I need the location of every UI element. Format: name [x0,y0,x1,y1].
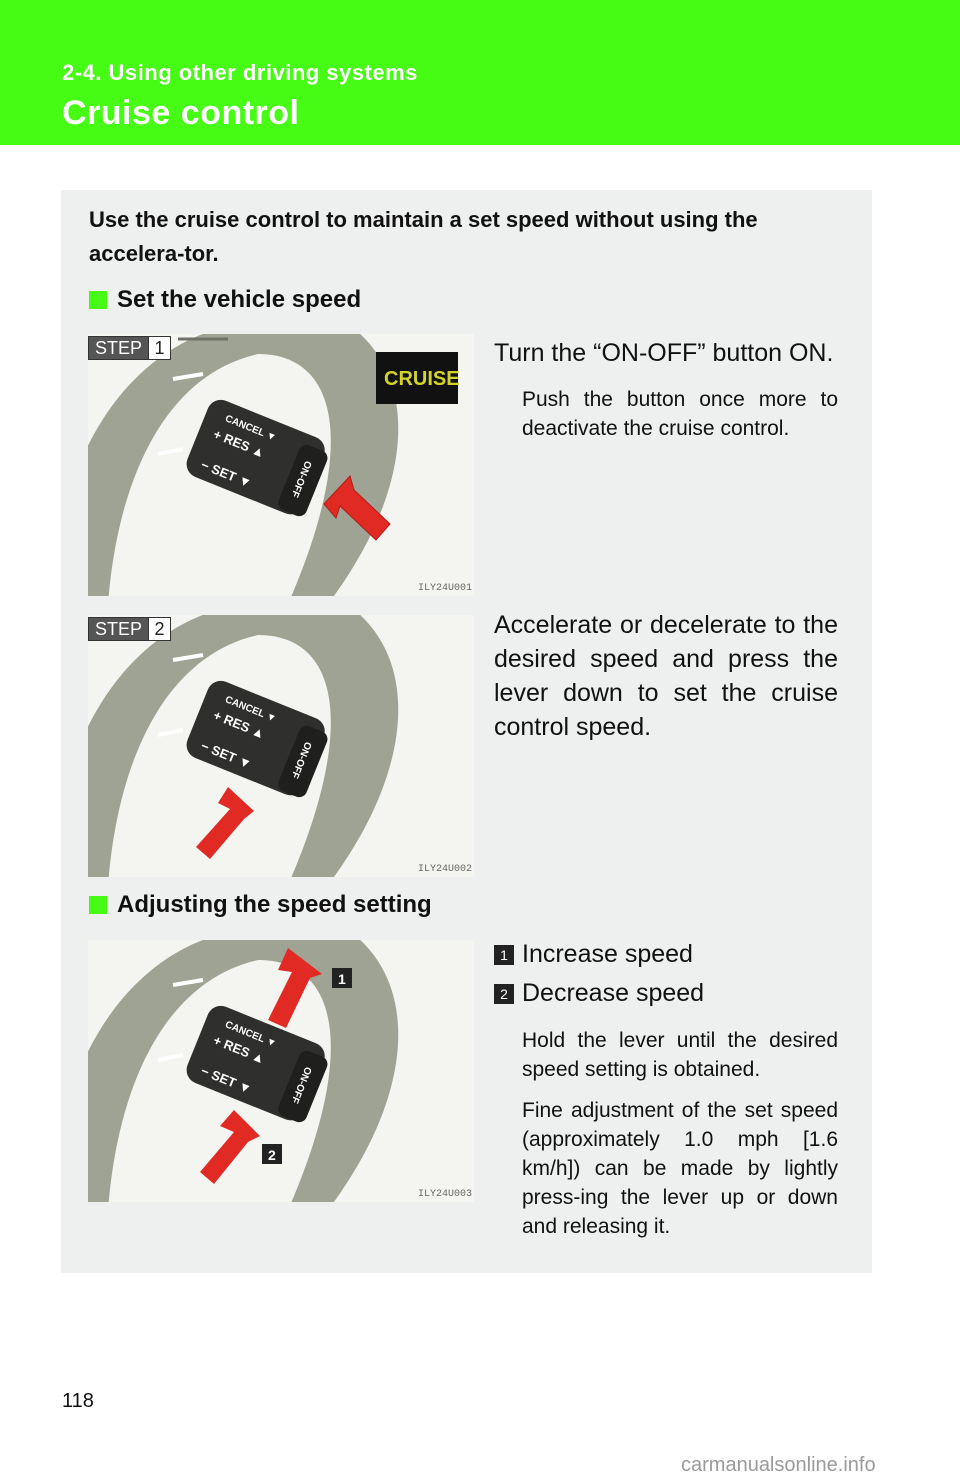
figure-step1: CANCEL ▼ + RES ▲ − SET ▼ ON-OFF CRUISE I… [88,334,474,596]
subheading-adjust-speed-text: Adjusting the speed setting [117,891,432,918]
subheading-set-speed: Set the vehicle speed [89,286,361,314]
adjust-note-hold: Hold the lever until the desired speed s… [522,1029,838,1081]
step-badge-word: STEP [89,618,149,640]
steering-wheel-lever-illustration: CANCEL ▼ + RES ▲ − SET ▼ ON-OFF CRUISE [88,334,474,596]
step-badge-number: 2 [148,618,171,640]
callout-1: 1 [338,971,346,987]
list-item-increase: 1 Increase speed [494,940,693,969]
step-badge-word: STEP [89,337,149,359]
intro-text: Use the cruise control to maintain a set… [89,207,758,266]
callout-2: 2 [268,1147,276,1163]
page-header: 2-4. Using other driving systems Cruise … [0,0,960,145]
up-arrow-icon [268,948,322,1028]
subheading-set-speed-text: Set the vehicle speed [117,286,362,313]
green-square-bullet-icon [89,896,107,914]
down-arrow-icon [196,787,254,859]
adjust-note-fine: Fine adjustment of the set speed (approx… [522,1099,838,1238]
figure-step2: CANCEL ▼ + RES ▲ − SET ▼ ON-OFF ILY24U00… [88,615,474,877]
step2-instruction: Accelerate or decelerate to the desired … [494,611,838,741]
step1-instruction: Turn the “ON-OFF” button ON. [494,339,834,367]
down-arrow-icon [200,1110,260,1184]
page-number: 118 [62,1390,94,1412]
figure-code: ILY24U002 [417,864,472,875]
section-label: 2-4. Using other driving systems [62,60,418,85]
list-item-label: Increase speed [522,940,693,968]
step-badge-2: STEP 2 [88,617,172,641]
number-badge: 2 [494,983,514,1004]
green-square-bullet-icon [89,291,107,309]
list-item-decrease: 2 Decrease speed [494,979,704,1008]
steering-wheel-lever-down-illustration: CANCEL ▼ + RES ▲ − SET ▼ ON-OFF [88,615,474,877]
list-item-label: Decrease speed [522,979,705,1007]
step-badge-1: STEP 1 [88,336,172,360]
push-arrow-icon [323,475,391,541]
figure-code: ILY24U003 [417,1189,472,1200]
figure-adjust: CANCEL ▼ + RES ▲ − SET ▼ ON-OFF 1 2 ILY2… [88,940,474,1202]
number-badge: 1 [494,944,514,965]
watermark: carmanualsonline.info [681,1454,876,1476]
page-title: Cruise control [62,94,300,132]
cruise-indicator-label: CRUISE [384,368,460,390]
steering-wheel-lever-up-down-illustration: CANCEL ▼ + RES ▲ − SET ▼ ON-OFF 1 2 [88,940,474,1202]
step-badge-number: 1 [148,337,171,359]
subheading-adjust-speed: Adjusting the speed setting [89,891,432,919]
figure-code: ILY24U001 [417,583,472,594]
step1-note: Push the button once more to deactivate … [522,388,838,440]
